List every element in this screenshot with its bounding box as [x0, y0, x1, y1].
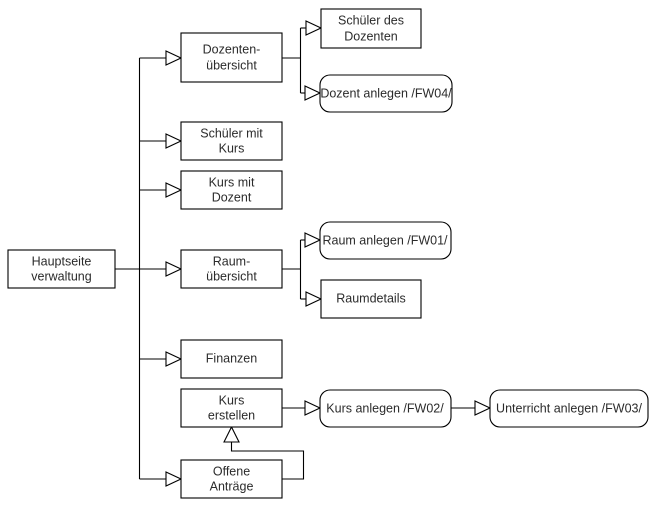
node-schueler-des-dozenten-label-line2: Dozenten	[344, 29, 398, 43]
node-kurs-erstellen-label-line2: erstellen	[208, 408, 255, 422]
node-hauptseite-verwaltung-label-line2: verwaltung	[31, 269, 91, 283]
node-hauptseite-verwaltung[interactable]: Hauptseite verwaltung	[7, 249, 116, 289]
node-kurs-anlegen[interactable]: Kurs anlegen /FW02/	[319, 389, 452, 428]
node-schueler-des-dozenten[interactable]: Schüler des Dozenten	[320, 8, 422, 49]
node-schueler-mit-kurs-box[interactable]	[180, 121, 283, 161]
arrowhead-raumdetails-icon	[305, 291, 323, 307]
node-schueler-mit-kurs[interactable]: Schüler mit Kurs	[180, 121, 283, 161]
node-offene-antraege-box[interactable]	[180, 459, 283, 499]
arrowhead-kurs-anlegen-icon	[304, 400, 322, 416]
arrowhead-unterricht-anlegen-icon	[474, 400, 492, 416]
arrowhead-offene-antraege-icon	[165, 471, 183, 487]
node-finanzen-label: Finanzen	[206, 351, 257, 365]
node-unterricht-anlegen-label: Unterricht anlegen /FW03/	[496, 401, 642, 415]
arrowhead-raum-anlegen-icon	[304, 232, 322, 248]
node-kurs-anlegen-label: Kurs anlegen /FW02/	[326, 401, 444, 415]
node-offene-antraege-label-line1: Offene	[213, 464, 250, 478]
node-kurs-erstellen-label-line1: Kurs	[219, 393, 245, 407]
node-schueler-mit-kurs-label-line2: Kurs	[219, 141, 245, 155]
node-schueler-des-dozenten-label-line1: Schüler des	[338, 13, 404, 27]
node-dozent-anlegen[interactable]: Dozent anlegen /FW04/	[319, 74, 453, 113]
node-kurs-erstellen-box[interactable]	[180, 388, 283, 428]
node-raumdetails-box[interactable]	[320, 279, 422, 319]
node-raumuebersicht-box[interactable]	[180, 249, 283, 289]
node-finanzen[interactable]: Finanzen	[180, 339, 283, 379]
node-raum-anlegen-label: Raum anlegen /FW01/	[322, 233, 448, 247]
arrowhead-dozent-anlegen-icon	[304, 85, 322, 101]
arrowhead-dozentenuebersicht-icon	[165, 50, 183, 66]
arrowhead-raumuebersicht-icon	[165, 261, 183, 277]
node-dozentenuebersicht-box[interactable]	[180, 32, 283, 83]
node-raumuebersicht-label-line1: Raum-	[213, 254, 251, 268]
node-kurs-mit-dozent[interactable]: Kurs mit Dozent	[180, 170, 283, 210]
edge-offene-antraege-to-kurs-erstellen	[230, 442, 305, 480]
node-schueler-mit-kurs-label-line1: Schüler mit	[200, 126, 263, 140]
node-raumuebersicht[interactable]: Raum- übersicht	[180, 249, 283, 289]
node-dozent-anlegen-label: Dozent anlegen /FW04/	[320, 86, 452, 100]
node-hauptseite-verwaltung-label-line1: Hauptseite	[32, 254, 92, 268]
node-raumdetails-label: Raumdetails	[336, 291, 405, 305]
node-offene-antraege[interactable]: Offene Anträge	[180, 459, 283, 499]
node-dozentenuebersicht-label-line1: Dozenten-	[203, 42, 261, 56]
arrowhead-finanzen-icon	[165, 351, 183, 367]
arrowhead-schueler-mit-kurs-icon	[165, 133, 183, 149]
node-dozent-anlegen-box[interactable]	[319, 74, 453, 113]
node-kurs-mit-dozent-label-line1: Kurs mit	[209, 175, 255, 189]
node-unterricht-anlegen-box[interactable]	[489, 389, 649, 428]
node-raumuebersicht-label-line2: übersicht	[206, 269, 257, 283]
node-unterricht-anlegen[interactable]: Unterricht anlegen /FW03/	[489, 389, 649, 428]
arrowhead-kurs-erstellen-up-icon	[223, 425, 240, 443]
node-schueler-des-dozenten-box[interactable]	[320, 8, 422, 49]
connector-layer	[115, 20, 492, 487]
node-kurs-anlegen-box[interactable]	[319, 389, 452, 428]
node-dozentenuebersicht-label-line2: übersicht	[206, 58, 257, 72]
node-raum-anlegen-box[interactable]	[319, 221, 452, 260]
node-kurs-mit-dozent-box[interactable]	[180, 170, 283, 210]
node-raum-anlegen[interactable]: Raum anlegen /FW01/	[319, 221, 452, 260]
node-dozentenuebersicht[interactable]: Dozenten- übersicht	[180, 32, 283, 83]
node-raumdetails[interactable]: Raumdetails	[320, 279, 422, 319]
node-kurs-erstellen[interactable]: Kurs erstellen	[180, 388, 283, 428]
node-kurs-mit-dozent-label-line2: Dozent	[212, 190, 252, 204]
arrowhead-schueler-des-dozenten-icon	[305, 20, 323, 36]
node-offene-antraege-label-line2: Anträge	[210, 479, 254, 493]
node-finanzen-box[interactable]	[180, 339, 283, 379]
arrowhead-kurs-mit-dozent-icon	[165, 182, 183, 198]
node-hauptseite-verwaltung-box[interactable]	[7, 249, 116, 289]
